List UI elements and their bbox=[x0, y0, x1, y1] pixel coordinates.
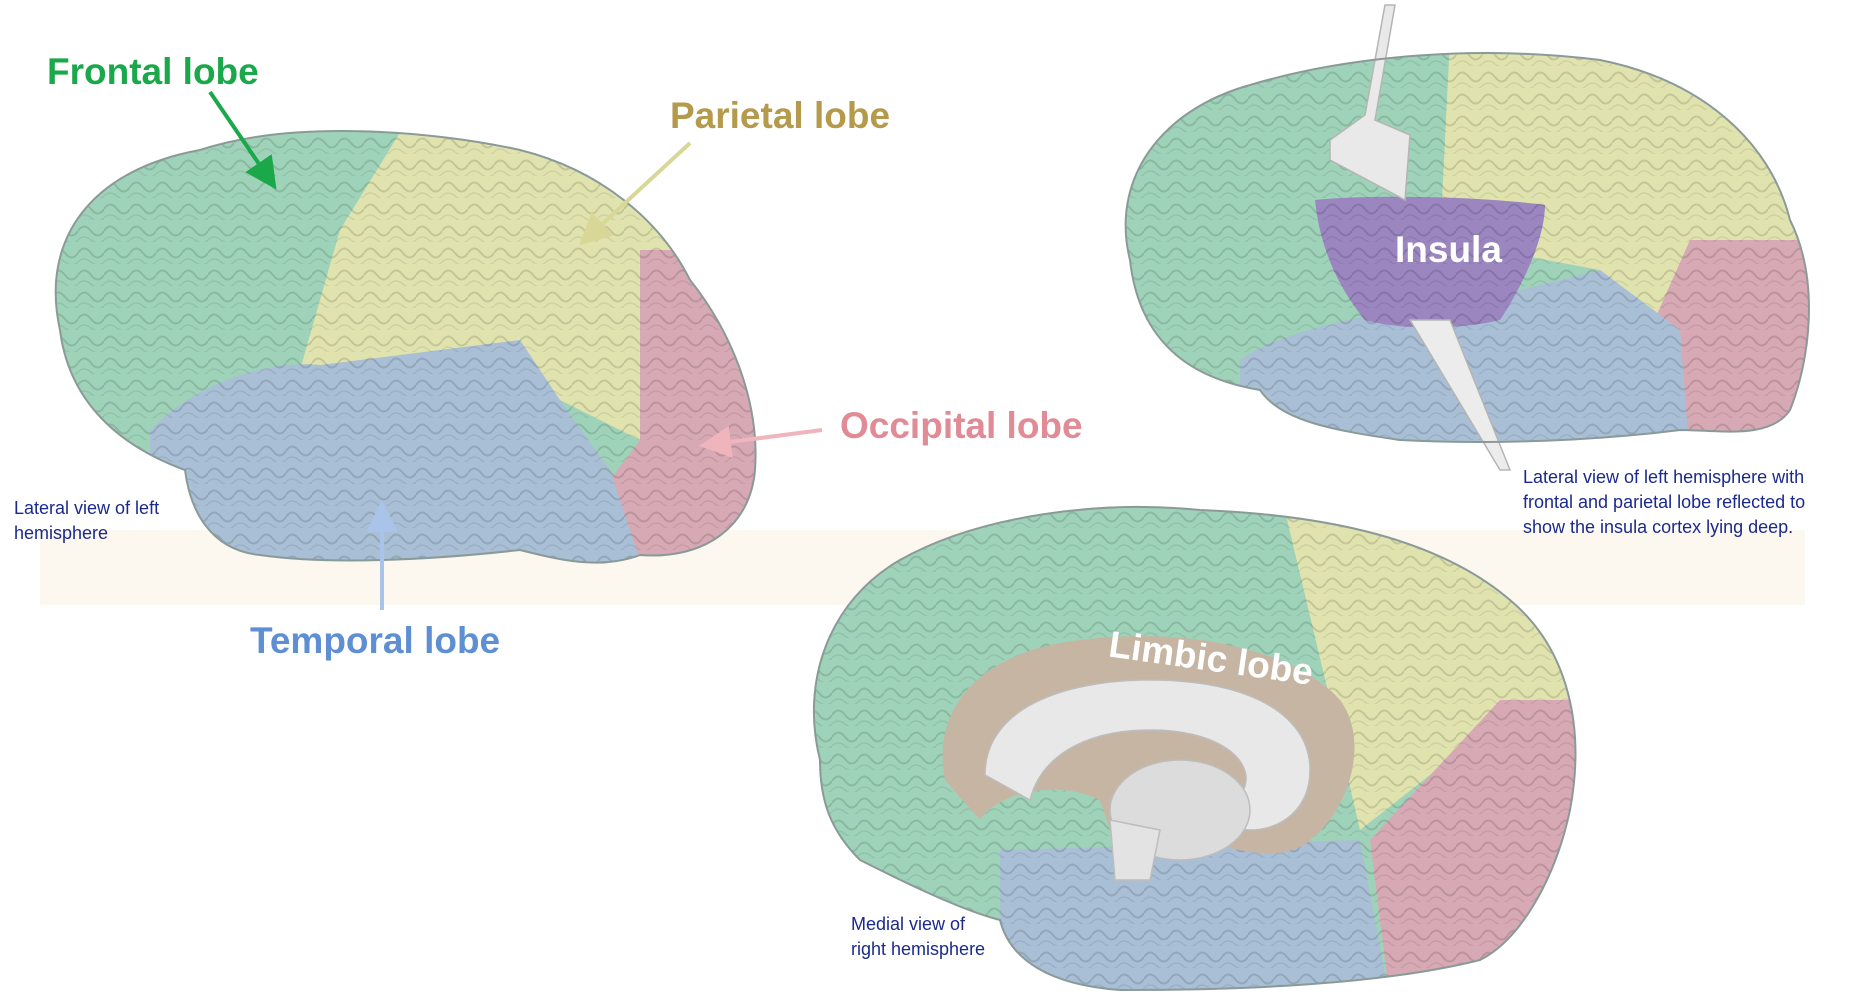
retractor-upper bbox=[1329, 4, 1411, 202]
lateral-view-caption: Lateral view of left hemisphere bbox=[14, 498, 159, 543]
caption-line: frontal and parietal lobe reflected to bbox=[1523, 492, 1805, 512]
caption-line: hemisphere bbox=[14, 523, 108, 543]
frontal-arrow bbox=[208, 90, 277, 190]
insula-view-caption: Lateral view of left hemisphere with fro… bbox=[1523, 467, 1805, 537]
parietal-arrow bbox=[579, 141, 692, 246]
insula-view-brain bbox=[1124, 4, 1810, 471]
occipital-arrow bbox=[699, 426, 823, 458]
parietal-lobe-label: Parietal lobe bbox=[670, 95, 890, 136]
temporal-lobe-label: Temporal lobe bbox=[250, 620, 500, 661]
caption-line: right hemisphere bbox=[851, 939, 985, 959]
insula-label: Insula bbox=[1395, 229, 1502, 270]
lateral-view-brain bbox=[54, 130, 757, 564]
brainstem bbox=[1109, 819, 1161, 881]
retractor-lower bbox=[1408, 319, 1512, 471]
caption-line: Lateral view of left hemisphere with bbox=[1523, 467, 1804, 487]
caption-line: show the insula cortex lying deep. bbox=[1523, 517, 1793, 537]
medial-view-brain bbox=[812, 506, 1577, 992]
caption-line: Medial view of bbox=[851, 914, 966, 934]
corpus-callosum bbox=[984, 679, 1311, 831]
medial-view-caption: Medial view of right hemisphere bbox=[851, 914, 985, 959]
caption-line: Lateral view of left bbox=[14, 498, 159, 518]
occipital-lobe-label: Occipital lobe bbox=[840, 405, 1083, 446]
frontal-lobe-label: Frontal lobe bbox=[47, 51, 259, 92]
